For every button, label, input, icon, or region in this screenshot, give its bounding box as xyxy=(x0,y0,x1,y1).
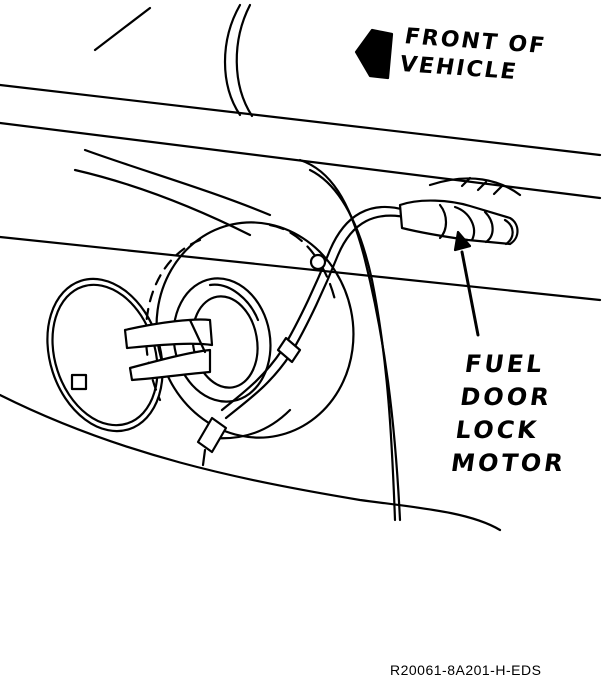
reference-code: R20061-8A201-H-EDS xyxy=(390,662,542,678)
harness-connector xyxy=(198,418,226,452)
fuel-door xyxy=(29,264,212,446)
motor-leader-arrow xyxy=(453,230,478,335)
lock-motor xyxy=(400,178,520,244)
body-panel-lines xyxy=(0,5,600,520)
quarter-panel-contour xyxy=(0,150,500,530)
filler-pocket xyxy=(137,204,374,456)
direction-arrow-icon xyxy=(354,28,394,80)
motor-label-line-1: FUEL xyxy=(463,350,547,378)
fuel-door-lock-motor-label: FUEL DOOR LOCK MOTOR xyxy=(449,348,582,480)
motor-label-line-4: MOTOR xyxy=(449,449,568,477)
wiring-harness xyxy=(198,207,410,465)
motor-label-line-3: LOCK xyxy=(453,416,541,444)
motor-label-line-2: DOOR xyxy=(458,383,554,411)
door-latch-tab xyxy=(72,375,86,389)
front-of-vehicle-label: FRONT OF VEHICLE xyxy=(397,23,548,88)
